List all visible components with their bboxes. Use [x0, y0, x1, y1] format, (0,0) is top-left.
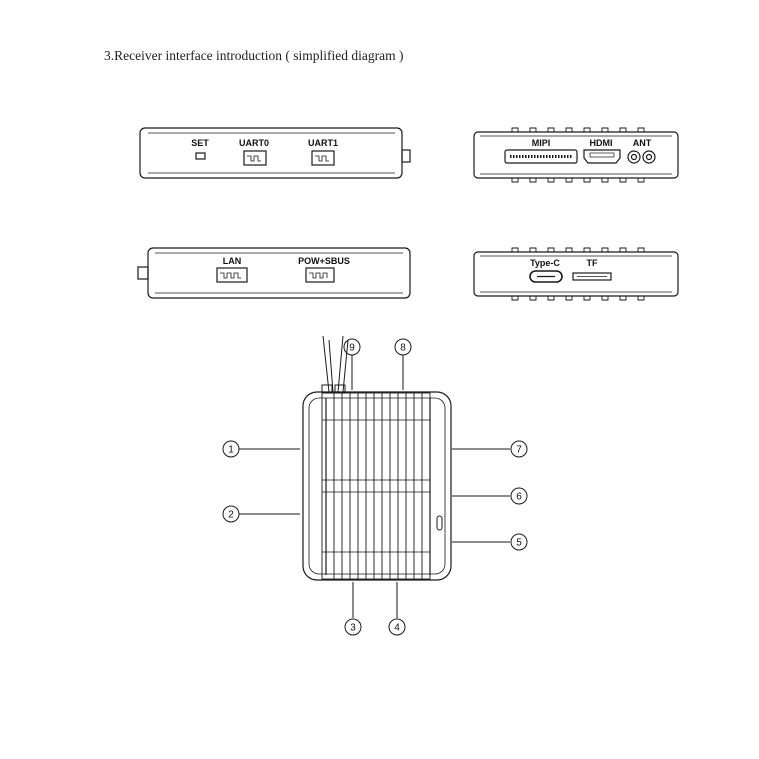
callout-3: 3 — [350, 623, 356, 634]
callout-9-circle — [343, 338, 361, 356]
hdmi-label: HDMI — [590, 138, 613, 148]
top-view-body — [302, 391, 452, 581]
callout-3-circle — [344, 618, 362, 636]
callout-1: 1 — [228, 445, 234, 456]
callout-5: 5 — [516, 538, 522, 549]
tf-slot — [572, 272, 612, 281]
tf-label: TF — [587, 258, 598, 268]
hdmi-port — [583, 149, 621, 164]
callout-2: 2 — [228, 510, 234, 521]
type-c-label: Type-C — [530, 258, 560, 268]
callout-9: 9 — [349, 343, 355, 354]
ant-connector-1 — [627, 150, 641, 164]
lan-port — [216, 267, 248, 283]
uart0-label: UART0 — [239, 138, 269, 148]
callout-7: 7 — [516, 445, 522, 456]
callout-8: 8 — [400, 343, 406, 354]
mipi-port — [504, 149, 578, 164]
ant-label: ANT — [633, 138, 652, 148]
side-view-power: LAN POW+SBUS — [137, 247, 411, 299]
view3-antenna-stub — [137, 266, 149, 280]
uart0-port — [243, 150, 267, 166]
section-heading: 3.Receiver interface introduction ( simp… — [104, 48, 404, 63]
callout-2-circle — [222, 505, 240, 523]
view4-body — [473, 251, 679, 297]
callout-6-circle — [510, 487, 528, 505]
ant-connector-2 — [642, 150, 656, 164]
callout-1-circle — [222, 440, 240, 458]
callout-7-circle — [510, 440, 528, 458]
pow-sbus-label: POW+SBUS — [298, 256, 350, 266]
heatsink-fins — [322, 393, 431, 579]
pow-sbus-port — [305, 267, 335, 283]
status-indicator — [436, 515, 443, 531]
antenna-wires — [322, 335, 349, 393]
side-view-video: MIPI HDMI ANT — [473, 127, 679, 183]
callout-8-circle — [394, 338, 412, 356]
side-view-uart: SET UART0 UART1 — [139, 127, 411, 179]
view1-body — [139, 127, 403, 179]
view1-antenna-stub — [401, 149, 411, 163]
view2-body — [473, 131, 679, 179]
uart1-label: UART1 — [308, 138, 338, 148]
mipi-label: MIPI — [532, 138, 551, 148]
callout-5-circle — [510, 533, 528, 551]
set-button — [195, 152, 206, 160]
callout-6: 6 — [516, 492, 522, 503]
uart1-port — [311, 150, 335, 166]
set-label: SET — [191, 138, 209, 148]
view3-body — [147, 247, 411, 299]
lan-label: LAN — [223, 256, 242, 266]
side-view-storage: Type-C TF — [473, 247, 679, 301]
callout-markers — [222, 338, 528, 636]
type-c-port — [529, 270, 563, 283]
leader-lines — [239, 355, 510, 618]
callout-4-circle — [388, 618, 406, 636]
top-view: 1 2 3 4 5 6 7 8 9 — [222, 335, 528, 636]
callout-4: 4 — [394, 623, 400, 634]
